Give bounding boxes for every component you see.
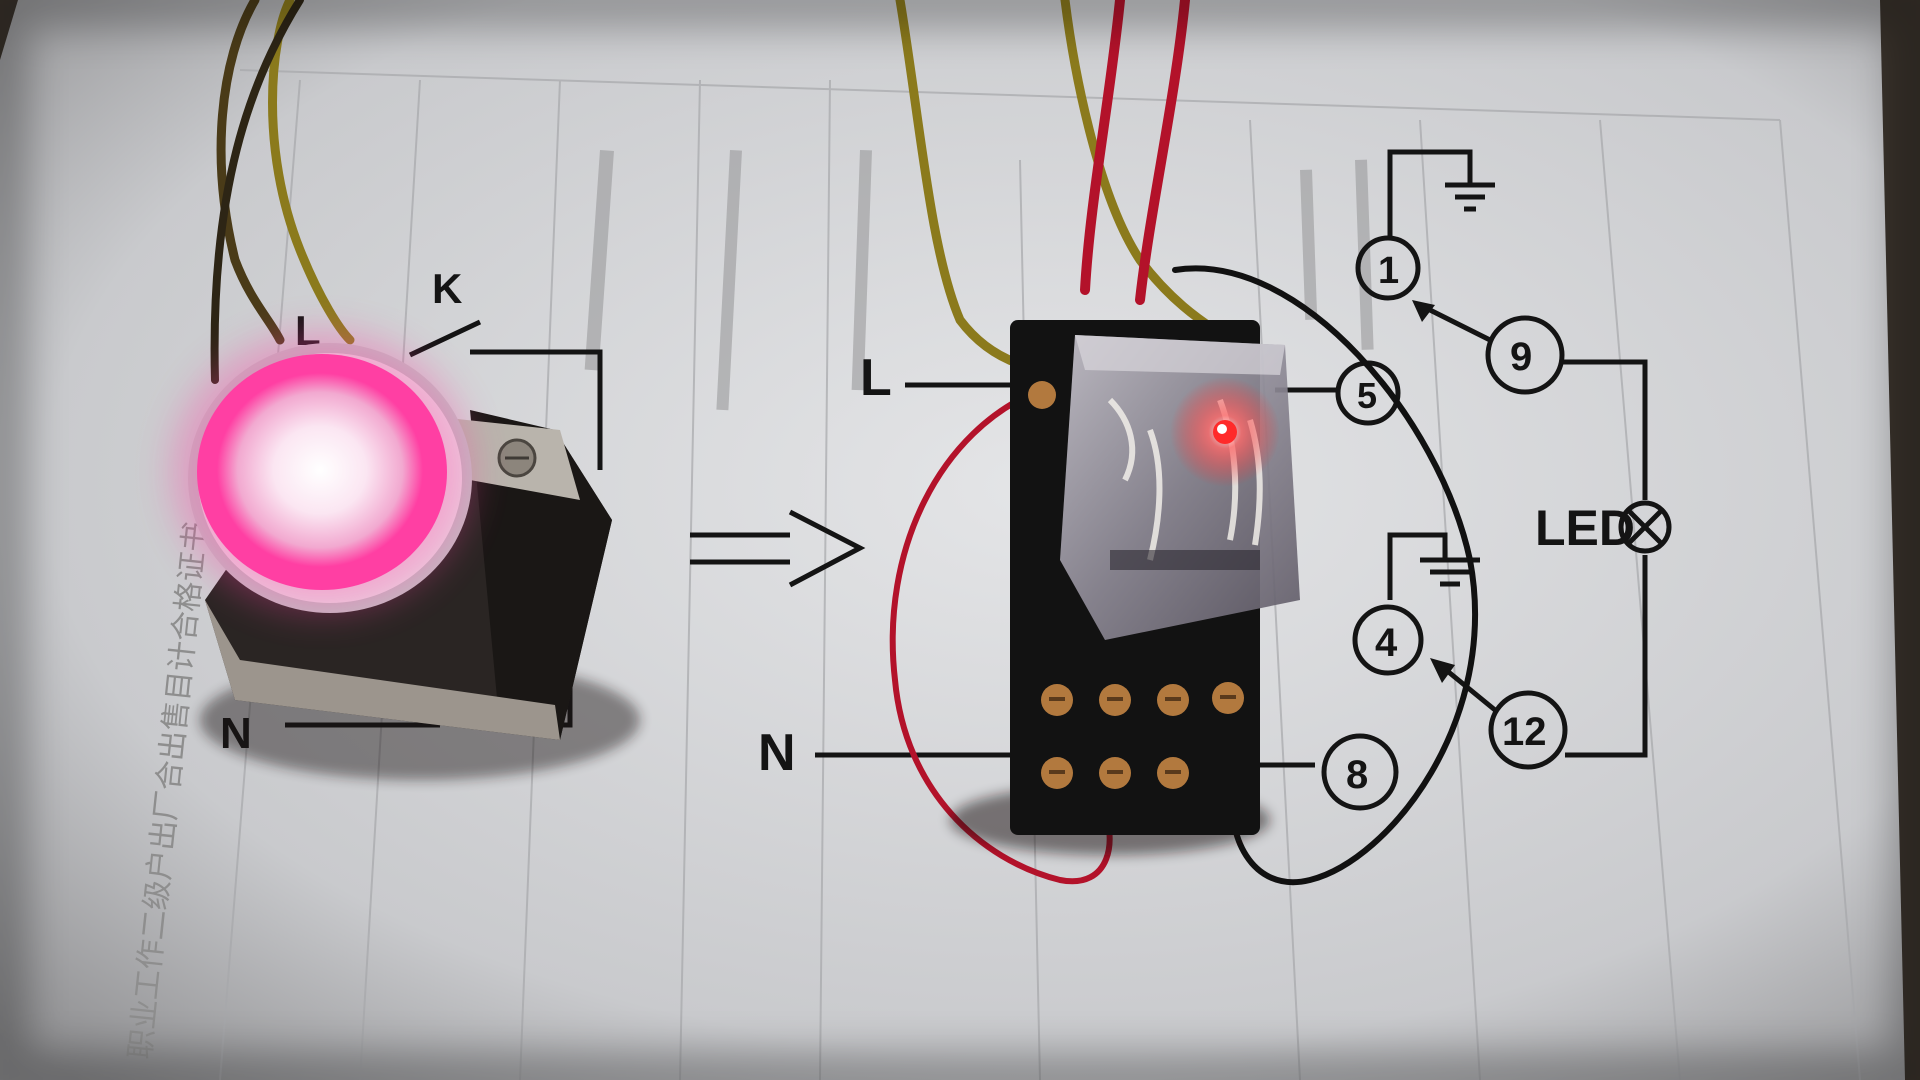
pin-label-8: 8 — [1346, 753, 1368, 797]
label-LED: LED — [1535, 500, 1635, 556]
label-K: K — [432, 265, 462, 312]
relay-cover — [1060, 335, 1300, 640]
pin-circle-12 — [1488, 690, 1568, 770]
lamp-lens-lit — [217, 373, 423, 567]
pin-label-5: 5 — [1357, 375, 1377, 416]
pin-circle-8 — [1321, 733, 1399, 811]
pin-label-9: 9 — [1510, 335, 1532, 379]
pilot-lamp — [172, 332, 640, 780]
relay-assembly — [950, 320, 1300, 855]
pin-circle-1 — [1355, 235, 1421, 301]
pin-label-4: 4 — [1375, 621, 1398, 665]
arrowheads — [1412, 300, 1455, 683]
pin-circle-4 — [1352, 604, 1424, 676]
pin-label-1: 1 — [1378, 250, 1399, 292]
paper-faint-marks — [584, 150, 1374, 411]
label-N-right: N — [758, 724, 796, 782]
pin-circle-9 — [1485, 315, 1565, 395]
label-L-right: L — [860, 349, 892, 407]
socket-screw-icon — [1028, 381, 1056, 409]
pin-label-12: 12 — [1502, 710, 1547, 754]
